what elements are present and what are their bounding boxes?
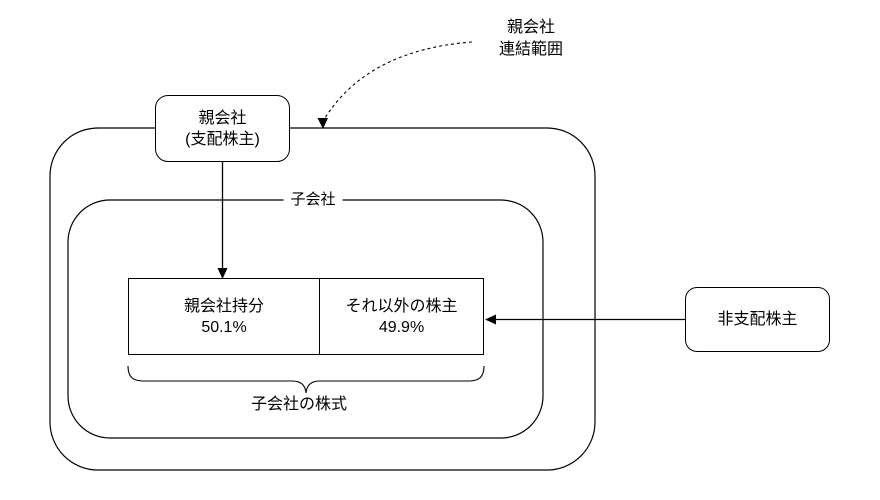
subsidiary-shares-label: 子会社の株式 — [250, 396, 348, 413]
other-share-cell: それ以外の株主 49.9% — [319, 279, 483, 354]
left-arrowhead — [485, 314, 496, 325]
shares-brace — [127, 365, 485, 394]
non-controlling-shareholders-label: 非支配株主 — [717, 311, 798, 328]
parent-share-name: 親会社持分 — [183, 297, 264, 315]
consolidation-scope-label: 親会社 連結範囲 — [499, 17, 563, 61]
parent-share-value: 50.1% — [201, 318, 247, 336]
shares-box: 親会社持分 50.1% それ以外の株主 49.9% — [128, 278, 484, 355]
parent-company-role: (支配株主) — [185, 130, 260, 148]
other-share-value: 49.9% — [378, 318, 425, 336]
scope-pointer-dashed-arrow — [324, 41, 473, 119]
consolidation-scope-label-line1: 親会社 — [506, 19, 556, 36]
non-controlling-shareholders-box: 非支配株主 — [685, 287, 830, 352]
parent-company-name: 親会社 — [198, 109, 247, 127]
parent-company-box: 親会社 (支配株主) — [155, 95, 290, 162]
dashed-arrow-down-arrowhead — [317, 118, 328, 129]
consolidation-scope-label-line2: 連結範囲 — [498, 41, 564, 58]
other-share-name: それ以外の株主 — [345, 297, 458, 315]
down-arrowhead — [217, 268, 228, 279]
parent-share-cell: 親会社持分 50.1% — [129, 279, 319, 354]
subsidiary-label: 子会社 — [283, 190, 343, 210]
